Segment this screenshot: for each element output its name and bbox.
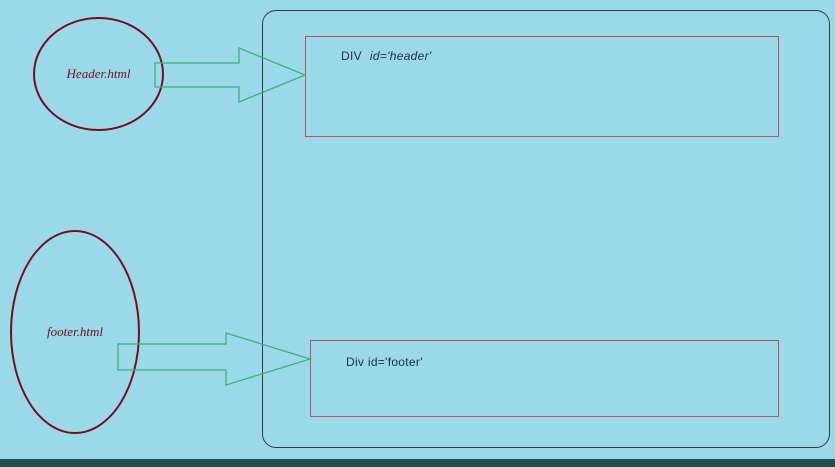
header-html-label: Header.html (66, 66, 131, 81)
header-div-box: DIV id='header' (305, 36, 779, 137)
header-div-attr: id='header' (369, 49, 432, 63)
footer-html-ellipse: footer.html (10, 230, 140, 434)
header-div-tag: DIV (341, 49, 362, 63)
footer-div-label: Div id='footer' (346, 355, 423, 369)
footer-html-label: footer.html (47, 324, 103, 339)
header-div-label: DIV id='header' (341, 49, 432, 63)
footer-div-box: Div id='footer' (310, 340, 779, 417)
bottom-edge-strip (0, 459, 835, 467)
header-arrow-icon (154, 47, 307, 103)
page-outline-box (262, 10, 830, 448)
footer-arrow-icon (117, 332, 313, 386)
header-html-ellipse: Header.html (33, 17, 164, 131)
